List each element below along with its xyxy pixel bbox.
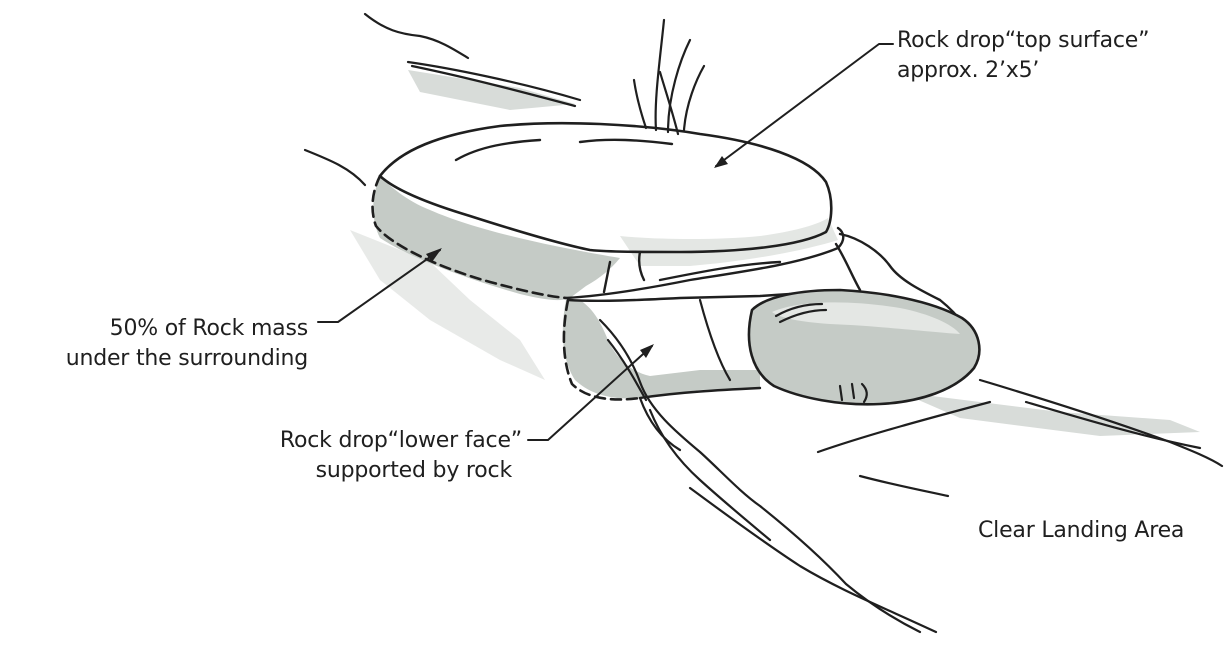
lower-face-shading <box>563 300 760 398</box>
callout-lower-face-line2: supported by rock <box>222 456 522 486</box>
callout-landing-area: Clear Landing Area <box>978 516 1184 546</box>
callout-rock-mass-line2: under the surrounding <box>36 344 308 374</box>
callout-lower-face-line1: Rock drop“lower face” <box>222 426 522 456</box>
callout-lower-face: Rock drop“lower face” supported by rock <box>222 426 522 486</box>
callout-landing-area-line1: Clear Landing Area <box>978 516 1184 546</box>
leader-top-surface <box>716 44 893 166</box>
callout-rock-mass-line1: 50% of Rock mass <box>36 314 308 344</box>
grass-tuft <box>634 20 704 134</box>
callout-top-surface: Rock drop“top surface” approx. 2’x5’ <box>897 26 1149 86</box>
callout-top-surface-line2: approx. 2’x5’ <box>897 56 1149 86</box>
callout-top-surface-line1: Rock drop“top surface” <box>897 26 1149 56</box>
top-surface-strokes <box>456 140 672 160</box>
callout-rock-mass: 50% of Rock mass under the surrounding <box>36 314 308 374</box>
